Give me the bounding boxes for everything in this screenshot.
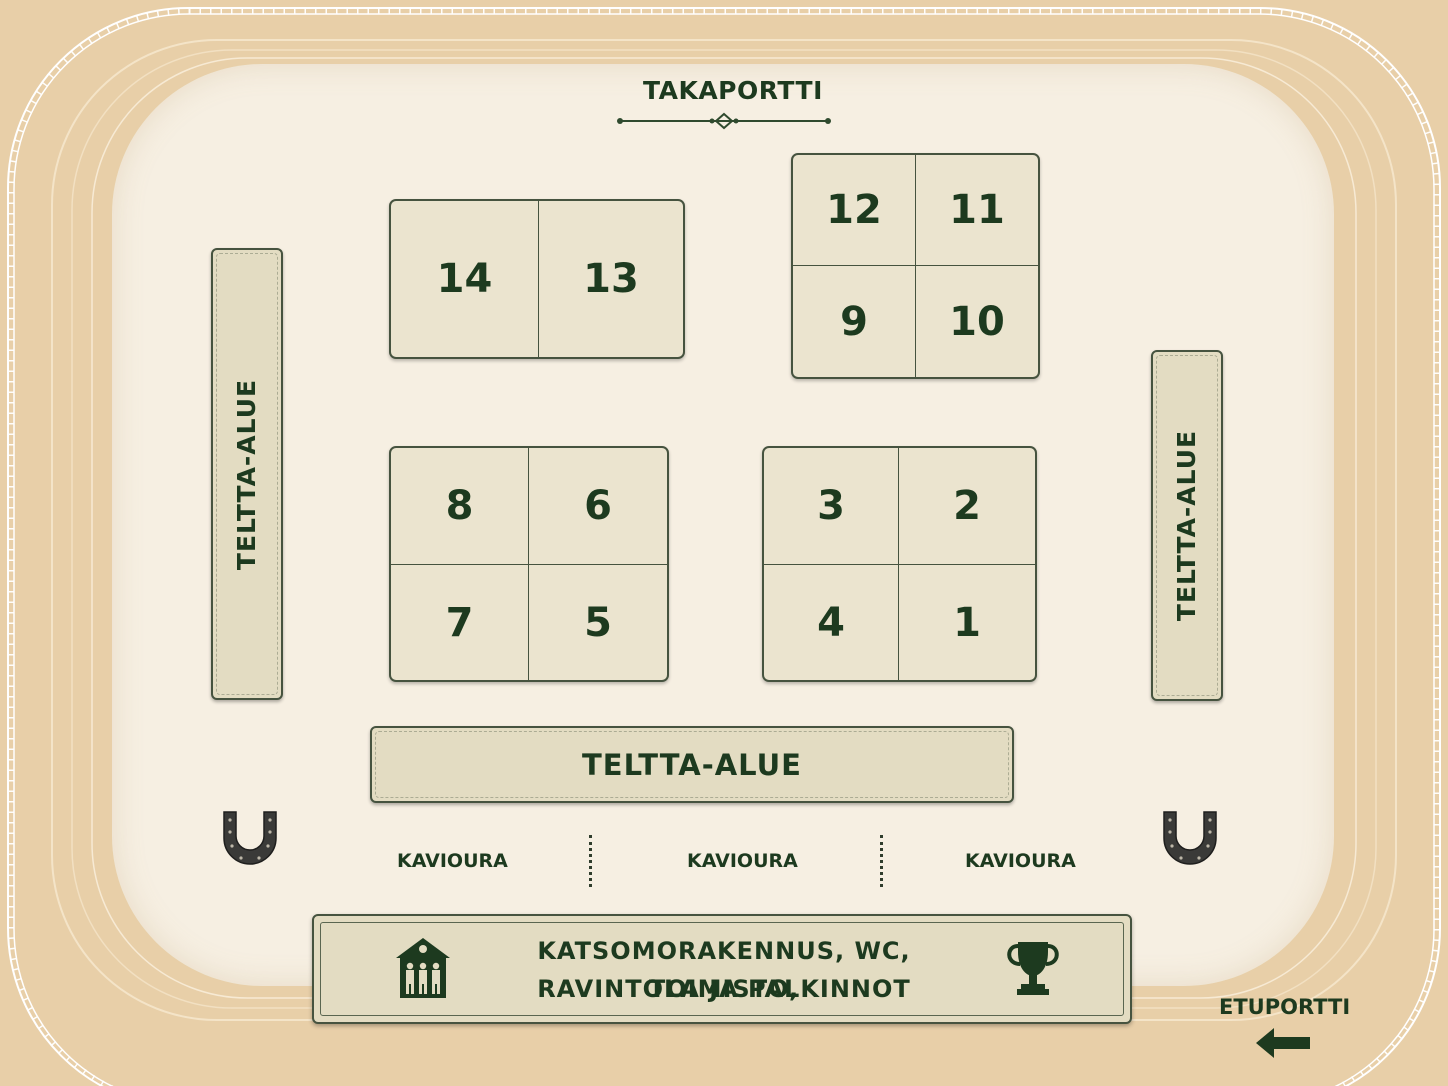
horseshoe-icon bbox=[1163, 811, 1217, 865]
stall-4[interactable]: 4 bbox=[764, 565, 899, 680]
stall-6[interactable]: 6 bbox=[529, 448, 667, 565]
stall-7[interactable]: 7 bbox=[391, 565, 529, 680]
tent-area-right[interactable]: TELTTA-ALUE bbox=[1151, 350, 1223, 701]
stall-5[interactable]: 5 bbox=[584, 599, 612, 646]
stall-8[interactable]: 8 bbox=[391, 448, 529, 565]
stall-block-9-12: 12 11 9 10 bbox=[791, 153, 1040, 379]
stall-3[interactable]: 3 bbox=[764, 448, 899, 565]
path-label-3: KAVIOURA bbox=[965, 850, 1076, 872]
stall-block-14-13: 14 13 bbox=[389, 199, 685, 359]
tent-area-right-label: TELTTA-ALUE bbox=[1172, 429, 1202, 622]
ornament-divider bbox=[617, 112, 831, 130]
tent-area-bottom-label: TELTTA-ALUE bbox=[582, 747, 802, 782]
tent-area-left[interactable]: TELTTA-ALUE bbox=[211, 248, 283, 700]
front-gate-label: ETUPORTTI bbox=[1219, 995, 1351, 1019]
grandstand-house-icon bbox=[396, 938, 450, 998]
arrow-left-icon bbox=[1256, 1028, 1310, 1058]
trophy-icon bbox=[1007, 942, 1059, 995]
stall-2[interactable]: 2 bbox=[899, 448, 1035, 565]
tent-area-left-label: TELTTA-ALUE bbox=[232, 378, 262, 570]
stall-11[interactable]: 11 bbox=[916, 155, 1038, 266]
infield bbox=[112, 64, 1334, 986]
stall-14[interactable]: 14 bbox=[391, 201, 539, 357]
path-label-2: KAVIOURA bbox=[687, 850, 798, 872]
stall-13[interactable]: 13 bbox=[583, 256, 639, 302]
path-label-1: KAVIOURA bbox=[397, 850, 508, 872]
stall-block-1-4: 3 2 4 1 bbox=[762, 446, 1037, 682]
horseshoe-icon bbox=[223, 811, 277, 865]
grandstand-building[interactable]: KATSOMORAKENNUS, WC, TOIMISTO, RAVINTOLA… bbox=[312, 914, 1132, 1024]
stall-1[interactable]: 1 bbox=[953, 599, 981, 646]
stall-10[interactable]: 10 bbox=[949, 298, 1005, 345]
path-divider bbox=[880, 835, 883, 887]
building-label-line2: RAVINTOLA JA PALKINNOT bbox=[537, 975, 911, 1003]
back-gate-label: TAKAPORTTI bbox=[643, 76, 823, 105]
stall-12[interactable]: 12 bbox=[793, 155, 916, 266]
building-label-line1: KATSOMORAKENNUS, WC, TOIMISTO, bbox=[537, 937, 911, 1003]
tent-area-bottom[interactable]: TELTTA-ALUE bbox=[370, 726, 1014, 803]
stall-9[interactable]: 9 bbox=[793, 266, 916, 377]
stall-block-5-8: 8 6 7 5 bbox=[389, 446, 669, 682]
path-divider bbox=[589, 835, 592, 887]
